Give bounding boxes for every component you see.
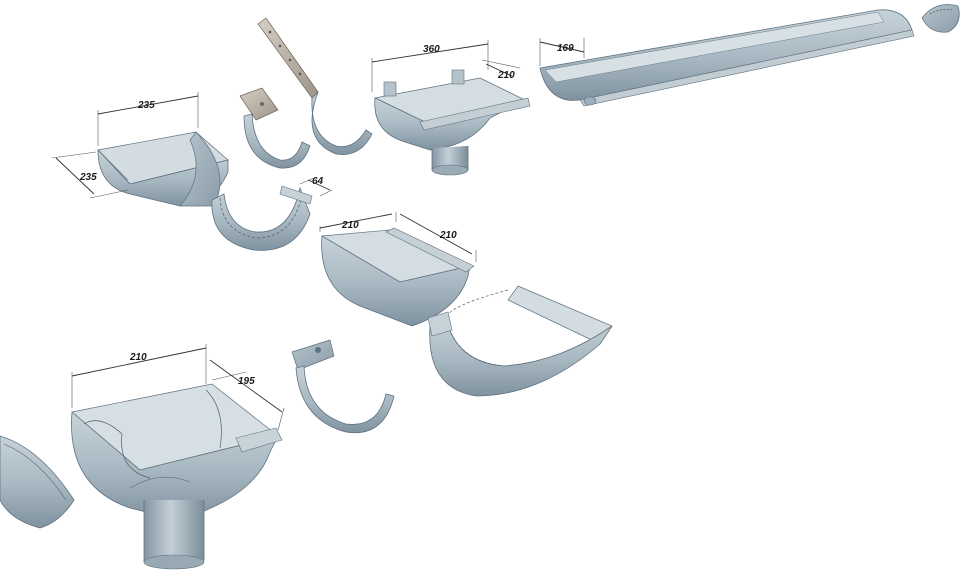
- internal-corner: [320, 227, 475, 327]
- dim-corner-outer-width: 235: [137, 100, 155, 111]
- end-cap-small: [921, 4, 960, 33]
- end-outlet-dimensions: 210 195: [71, 344, 285, 431]
- dim-corner-inner-depth: 210: [439, 230, 457, 241]
- outlet-top-dimensions: 360 210: [371, 40, 521, 92]
- connector-dimension: 64: [299, 176, 333, 197]
- rafter-bracket: [257, 17, 373, 155]
- fascia-bracket-upper: [239, 87, 311, 169]
- dim-corner-outer-depth: 235: [79, 172, 97, 183]
- dim-outlet-top-width: 360: [423, 44, 440, 55]
- running-outlet: [373, 69, 531, 176]
- end-cap-large: [0, 435, 75, 529]
- dim-corner-inner-width: 210: [341, 220, 359, 231]
- external-corner-dimensions: 235 235: [51, 92, 199, 199]
- dim-end-outlet-depth: 195: [238, 376, 255, 387]
- dim-end-outlet-width: 210: [129, 352, 147, 363]
- internal-corner-dimensions: 210 210: [319, 212, 477, 262]
- dim-gutter-profile: 169: [557, 43, 574, 54]
- dim-connector-width: 64: [312, 176, 324, 187]
- gutter-profile-dimension: 169: [539, 38, 585, 66]
- half-round-gutter: [539, 9, 915, 107]
- end-outlet: [71, 383, 283, 570]
- corner-angle-piece: [427, 285, 613, 397]
- fascia-bracket-lower: [291, 339, 395, 434]
- dim-outlet-top-depth: 210: [497, 70, 515, 81]
- external-corner: [97, 131, 229, 207]
- gutter-connector: [211, 185, 313, 251]
